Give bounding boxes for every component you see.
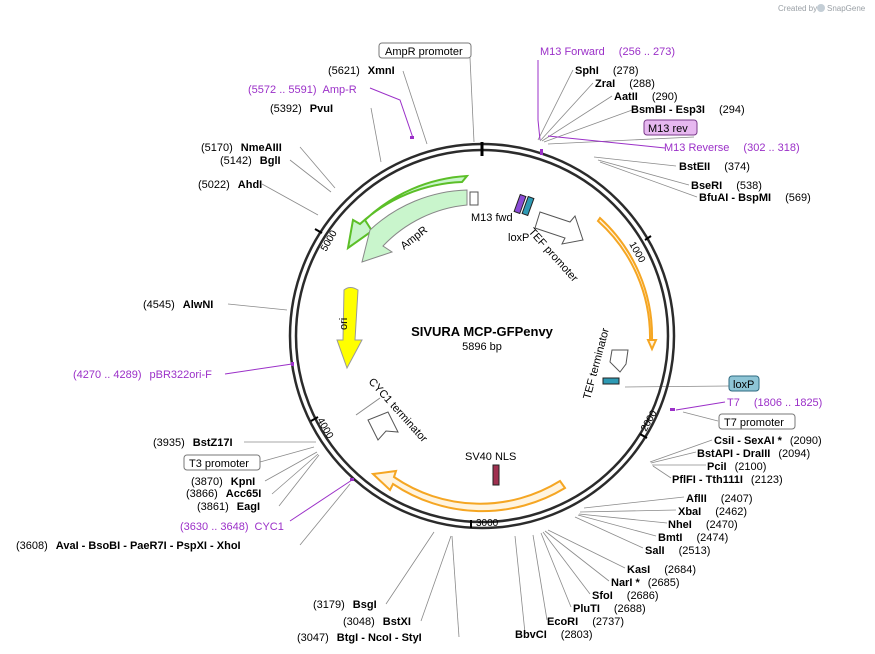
cyc1-terminator-arrow	[367, 411, 399, 441]
site-bstxi: (3048)BstXI	[343, 616, 411, 628]
site-aatii: AatII(290)	[614, 91, 678, 103]
primer-cyc1-range: (3630 .. 3648)	[180, 521, 249, 533]
site-sali: SalI(2513)	[645, 545, 710, 557]
site-bstz17i: (3935)BstZ17I	[153, 437, 233, 449]
primer-marks	[291, 136, 675, 481]
site-csii: CsiI - SexAI *(2090)	[714, 435, 822, 447]
sites-right: SphI(278) ZraI(288) AatII(290) BsmBI - E…	[515, 65, 822, 641]
site-pvui: (5392)PvuI	[270, 103, 333, 115]
site-alwni: (4545)AlwNI	[143, 299, 213, 311]
primer-pbr322-name: pBR322ori-F	[150, 369, 213, 381]
m13-rev-text: M13 rev	[648, 123, 688, 135]
site-bsgi: (3179)BsgI	[313, 599, 377, 611]
primer-t7-name: T7	[727, 397, 740, 409]
loxp-label: loxP	[508, 232, 529, 244]
primer-m13-forward: M13 Forward (256 .. 273)	[540, 46, 675, 58]
tef-terminator-arrow	[609, 349, 629, 373]
primer-m13-forward-range: (256 .. 273)	[619, 46, 675, 58]
loxp-mark-1	[513, 193, 527, 215]
tef-terminator-label: TEF terminator	[581, 326, 612, 400]
plasmid-length: 5896 bp	[462, 341, 502, 353]
credit-text: Created by	[778, 4, 817, 13]
callout-lines	[227, 57, 475, 638]
site-bgli: (5142)BglI	[220, 155, 281, 167]
t3-promoter-text: T3 promoter	[189, 458, 249, 470]
site-ahdi: (5022)AhdI	[198, 179, 262, 191]
credit-brand: SnapGene	[827, 4, 866, 13]
tef-loxp-mark	[602, 377, 620, 385]
primer-t7: T7 (1806 .. 1825)	[727, 397, 822, 409]
primer-m13-reverse: M13 Reverse (302 .. 318)	[664, 142, 800, 154]
box-t3-promoter: T3 promoter	[183, 454, 261, 471]
site-bbvci: BbvCI(2803)	[515, 629, 593, 641]
tef-promoter-arrow	[534, 211, 584, 245]
site-bsteii: BstEII(374)	[679, 161, 750, 173]
sv40-arrow	[370, 469, 567, 513]
sv40-nls-mark	[492, 464, 500, 486]
ampr-arrow	[346, 174, 470, 251]
tick-3000: 3000	[476, 518, 499, 529]
primer-m13-reverse-name: M13 Reverse	[664, 142, 729, 154]
position-ticks	[310, 228, 652, 528]
site-nmeaiii: (5170)NmeAIII	[201, 142, 282, 154]
site-pluti: PluTI(2688)	[573, 603, 646, 615]
cyc1-line	[355, 397, 381, 416]
loxp-box-text: loxP	[733, 379, 754, 391]
box-t7-promoter: T7 promoter	[718, 413, 796, 430]
site-pflfi: PflFI - Tth111I(2123)	[672, 474, 783, 486]
ori-label: ori	[338, 318, 350, 330]
primer-t7-range: (1806 .. 1825)	[754, 397, 823, 409]
site-avai: (3608)AvaI - BsoBI - PaeR7I - PspXI - Xh…	[16, 540, 241, 552]
site-kasi: KasI(2684)	[627, 564, 696, 576]
snapgene-credit: Created by SnapGene	[778, 4, 866, 13]
callout-lines-right	[514, 69, 730, 634]
snapgene-logo-icon	[817, 4, 825, 12]
primer-cyc1-name: CYC1	[255, 521, 284, 533]
primer-m13-forward-name: M13 Forward	[540, 46, 605, 58]
site-acc65i: (3866)Acc65I	[186, 488, 261, 500]
site-btgi: (3047)BtgI - NcoI - StyI	[297, 632, 422, 644]
site-bmti: BmtI(2474)	[658, 532, 728, 544]
plasmid-name: SIVURA MCP-GFPenvy	[411, 324, 554, 339]
site-ecori: EcoRI(2737)	[547, 616, 624, 628]
box-m13-rev: M13 rev	[643, 119, 698, 136]
site-nhei: NheI(2470)	[668, 519, 738, 531]
primer-pbr322-range: (4270 .. 4289)	[73, 369, 142, 381]
sv40-label: SV40 NLS	[465, 451, 516, 463]
sites-left: (5621)XmnI (5392)PvuI (5170)NmeAIII (514…	[16, 65, 422, 644]
box-loxp: loxP	[728, 375, 760, 392]
primer-pbr322: (4270 .. 4289) pBR322ori-F	[73, 369, 212, 381]
orange-right-arc	[596, 216, 658, 352]
tick-2000: 2000	[639, 408, 660, 433]
ampr-promoter-mark	[469, 191, 479, 206]
site-aflii: AflII(2407)	[686, 493, 753, 505]
site-bsmbi: BsmBI - Esp3I(294)	[631, 104, 745, 116]
primer-lines	[224, 60, 726, 522]
primer-m13-reverse-range: (302 .. 318)	[743, 142, 799, 154]
primer-ampr-range: (5572 .. 5591)	[248, 84, 317, 96]
m13fwd-label: M13 fwd	[471, 212, 513, 224]
site-xbai: XbaI(2462)	[678, 506, 747, 518]
site-sphi: SphI(278)	[575, 65, 639, 77]
ori-arrow	[336, 287, 363, 370]
site-zrai: ZraI(288)	[595, 78, 655, 90]
t7-promoter-text: T7 promoter	[724, 417, 784, 429]
site-eagi: (3861)EagI	[197, 501, 260, 513]
site-sfoi: SfoI(2686)	[592, 590, 659, 602]
ampr-promoter-text: AmpR promoter	[385, 46, 463, 58]
site-kpni: (3870)KpnI	[191, 476, 255, 488]
site-bfuai: BfuAI - BspMI(569)	[699, 192, 811, 204]
loxp-mark-2	[521, 195, 535, 217]
primer-ampr-name: Amp-R	[323, 84, 357, 96]
primer-cyc1: (3630 .. 3648) CYC1	[180, 521, 284, 533]
ampr-arrow-inner	[361, 189, 468, 263]
site-bseri: BseRI(538)	[691, 180, 762, 192]
site-pcii: PciI(2100)	[707, 461, 766, 473]
box-ampr-promoter: AmpR promoter	[378, 42, 472, 59]
site-nari: NarI *(2685)	[611, 577, 680, 589]
primer-ampr: (5572 .. 5591) Amp-R	[248, 84, 357, 96]
site-bstapi: BstAPI - DraIII(2094)	[697, 448, 810, 460]
site-xmni: (5621)XmnI	[328, 65, 395, 77]
